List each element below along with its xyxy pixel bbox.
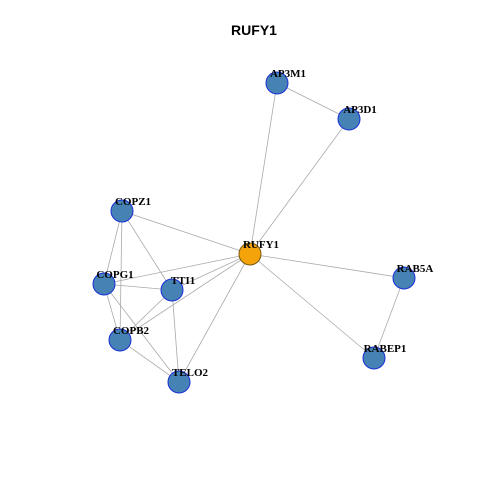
node-label-rufy1: RUFY1	[243, 239, 279, 251]
edge-copb2-rufy1	[119, 253, 251, 341]
edge-rabep1-rufy1	[249, 253, 375, 359]
edge-ap3m1-ap3d1	[276, 82, 350, 120]
node-copz1	[110, 199, 134, 223]
edge-copz1-tti1	[121, 210, 173, 291]
edge-rab5a-rufy1	[249, 253, 405, 279]
node-rab5a	[392, 266, 416, 290]
node-label-tti1: TTI1	[171, 275, 195, 287]
node-label-copz1: COPZ1	[115, 196, 151, 208]
node-label-copg1: COPG1	[96, 269, 133, 281]
node-ap3d1	[337, 107, 361, 131]
edge-copg1-telo2	[103, 283, 180, 383]
node-label-ap3d1: AP3D1	[343, 104, 377, 116]
edge-copg1-rufy1	[103, 253, 251, 285]
edge-rab5a-rabep1	[373, 277, 405, 359]
edge-telo2-rufy1	[178, 253, 251, 383]
node-label-telo2: TELO2	[172, 367, 209, 379]
edge-layer	[103, 82, 405, 383]
edge-ap3m1-rufy1	[249, 82, 278, 255]
edge-copb2-telo2	[119, 339, 180, 383]
edge-tti1-telo2	[171, 289, 180, 383]
node-tti1	[160, 278, 184, 302]
node-ap3m1	[265, 71, 289, 95]
edge-tti1-copb2	[119, 289, 173, 341]
edge-ap3d1-rufy1	[249, 118, 350, 255]
node-telo2	[167, 370, 191, 394]
edge-copz1-rufy1	[121, 210, 251, 255]
edge-copz1-copg1	[103, 210, 123, 285]
node-layer	[92, 71, 416, 394]
node-copb2	[108, 328, 132, 352]
edge-tti1-rufy1	[171, 253, 251, 291]
node-rabep1	[362, 346, 386, 370]
node-label-copb2: COPB2	[113, 325, 150, 337]
edge-copz1-copb2	[119, 210, 123, 341]
node-rufy1	[238, 242, 262, 266]
node-label-rabep1: RABEP1	[364, 343, 407, 355]
node-copg1	[92, 272, 116, 296]
diagram-title: RUFY1	[231, 22, 277, 38]
node-label-rab5a: RAB5A	[397, 263, 434, 275]
node-label-ap3m1: AP3M1	[270, 68, 306, 80]
